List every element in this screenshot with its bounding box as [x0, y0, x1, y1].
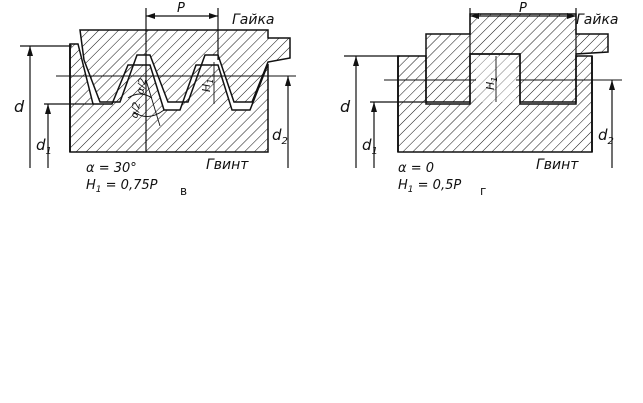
caption-v: в [180, 184, 187, 198]
angle-axis-line [145, 79, 161, 127]
pitch-label: P [177, 1, 185, 16]
alpha-value: α = 30° [86, 161, 137, 176]
angle-arc-upper [127, 93, 153, 99]
screw-label-rect: Гвинт [536, 157, 579, 173]
angle-half-lower: α/2 [129, 101, 143, 119]
d1-label-rect: d1 [362, 136, 378, 157]
screw-body-trapezoidal [69, 43, 269, 153]
pitch-label-rect: P [519, 1, 527, 16]
angle-arc-lower [133, 109, 165, 117]
h1-label: H1 [200, 79, 215, 92]
d2-label: d2 [272, 126, 288, 147]
h1-formula-rect: H1 = 0,5P [398, 178, 461, 195]
panel-rectangular: d d1 d2 P H1 Гайка Гвинт α = 0 H1 = 0,5P… [340, 1, 622, 198]
panel-trapezoidal: d d1 d2 P H1 α/2 α/2 Гайка Гвинт α = 30°… [14, 1, 296, 198]
d-label: d [14, 97, 25, 116]
d2-label-rect: d2 [598, 126, 614, 147]
d1-label: d1 [36, 136, 52, 157]
nut-label: Гайка [232, 12, 275, 28]
angle-half-upper: α/2 [135, 77, 149, 95]
h1-formula: H1 = 0,75P [86, 178, 158, 195]
alpha-value-rect: α = 0 [398, 161, 434, 176]
screw-label: Гвинт [206, 157, 249, 173]
d-label-rect: d [340, 97, 351, 116]
caption-g: г [480, 184, 486, 198]
h1-label-rect: H1 [484, 77, 499, 90]
nut-label-rect: Гайка [576, 12, 619, 28]
